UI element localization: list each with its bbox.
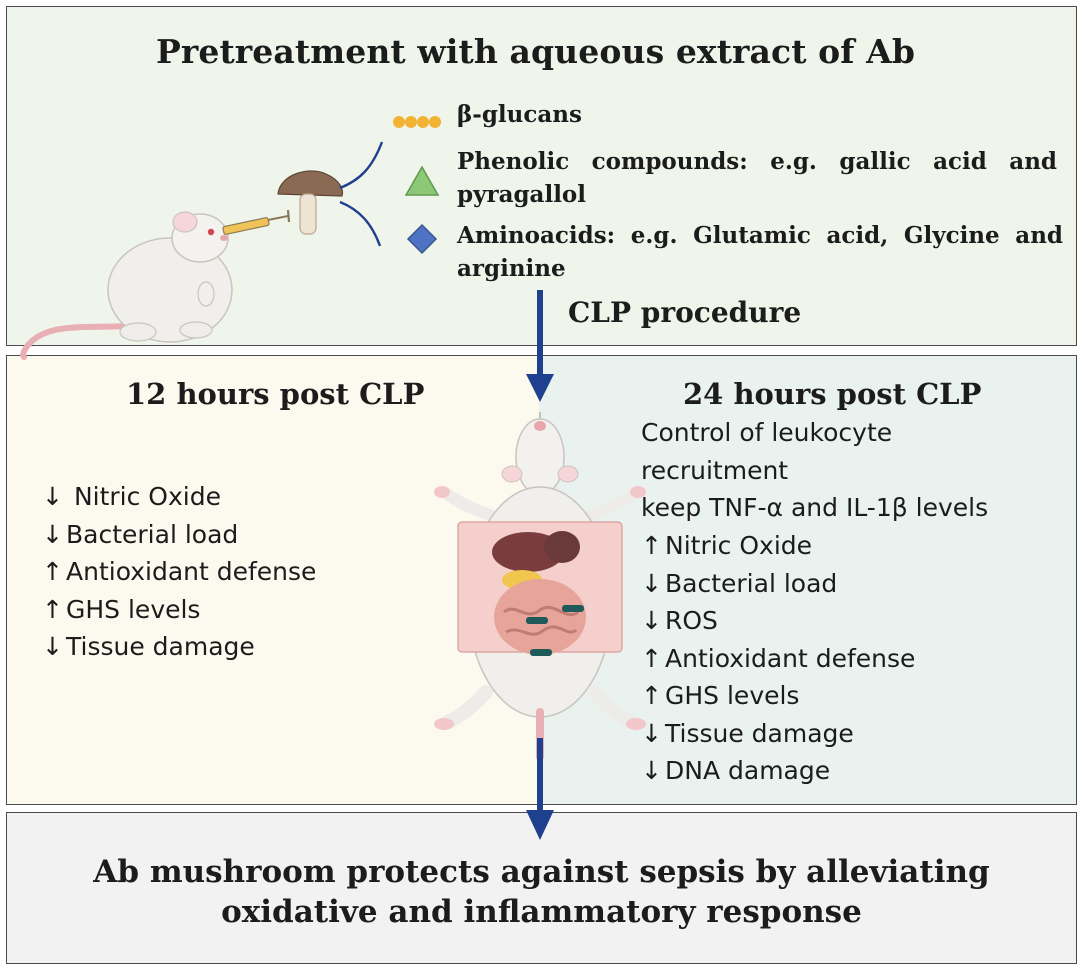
arrow-down-icon: ↓ (641, 718, 662, 748)
effect-text: Antioxidant defense (66, 557, 317, 586)
12h-effects-list: ↓ Nitric Oxide↓Bacterial load↑Antioxidan… (42, 478, 316, 666)
arrow-up-icon: ↑ (641, 531, 662, 560)
effect-text: ROS (665, 606, 718, 635)
arrow-down-icon: ↓ (42, 519, 63, 549)
conclusion-panel (6, 812, 1077, 964)
conclusion-arrow (526, 738, 554, 840)
effect-text: Bacterial load (665, 568, 838, 598)
arrow-down-icon: ↓ (641, 606, 662, 635)
arrow-down-icon: ↓ (641, 756, 662, 785)
dots-icon (393, 116, 441, 128)
24h-panel (539, 355, 1077, 805)
effect-item: ↑GHS levels (641, 677, 915, 715)
effect-item: ↓Tissue damage (641, 715, 915, 753)
effect-text: Tissue damage (66, 632, 255, 661)
dissected-mouse-illustration (434, 412, 646, 792)
effect-item: ↓Bacterial load (42, 516, 316, 554)
effect-item: ↓ROS (641, 602, 915, 640)
effect-item: ↑Nitric Oxide (641, 527, 915, 565)
intro-line: keep TNF-α and IL-1β levels (641, 493, 989, 522)
effect-item: ↑GHS levels (42, 591, 316, 629)
arrow-down-icon: ↓ (641, 568, 662, 598)
effect-text: Tissue damage (665, 718, 854, 748)
effect-item: ↑Antioxidant defense (42, 553, 316, 591)
mouse-syringe-illustration (20, 141, 384, 360)
effect-item: ↑Antioxidant defense (641, 640, 915, 678)
effect-item: ↓DNA damage (641, 752, 915, 790)
effect-text: Antioxidant defense (665, 643, 916, 673)
intro-line: recruitment (641, 455, 789, 485)
pretreatment-title: Pretreatment with aqueous extract of Ab (155, 32, 916, 71)
arrow-up-icon: ↑ (42, 594, 63, 624)
24h-title: 24 hours post CLP (683, 377, 982, 411)
diamond-icon (406, 223, 438, 255)
effect-text: Nitric Oxide (66, 482, 221, 511)
conclusion-text: Ab mushroom protects against sepsis by a… (6, 852, 1077, 932)
24h-intro: Control of leukocyte recruitment keep TN… (641, 414, 988, 527)
effect-text: GHS levels (66, 594, 201, 624)
intro-line: Control of leukocyte (641, 418, 893, 447)
beta-glucans-label: β-glucans (457, 101, 582, 128)
arrow-down-icon: ↓ (42, 482, 63, 511)
clp-procedure-label: CLP procedure (568, 296, 802, 329)
effect-text: Nitric Oxide (665, 531, 813, 560)
effect-text: DNA damage (665, 756, 831, 785)
conclusion-line-1: Ab mushroom protects against sepsis by a… (93, 854, 990, 890)
triangle-icon (404, 165, 440, 196)
procedure-arrow (526, 290, 554, 402)
12h-title: 12 hours post CLP (126, 377, 425, 411)
12h-panel (6, 355, 540, 805)
arrow-up-icon: ↑ (42, 557, 63, 586)
effect-item: ↓ Nitric Oxide (42, 478, 316, 516)
aminoacids-label: Aminoacids: e.g. Glutamic acid, Glycine … (457, 222, 1063, 282)
conclusion-line-2: oxidative and inflammatory response (221, 894, 862, 930)
effect-item: ↓Bacterial load (641, 565, 915, 603)
arrow-down-icon: ↓ (42, 632, 63, 661)
phenolic-compounds-label: Phenolic compounds: e.g. gallic acid and… (457, 148, 1057, 208)
effect-item: ↓Tissue damage (42, 628, 316, 666)
arrow-up-icon: ↑ (641, 643, 662, 673)
effect-text: Bacterial load (66, 519, 239, 549)
arrow-up-icon: ↑ (641, 681, 662, 710)
effect-text: GHS levels (665, 681, 800, 710)
24h-effects-list: ↑Nitric Oxide↓Bacterial load↓ROS↑Antioxi… (641, 527, 915, 790)
